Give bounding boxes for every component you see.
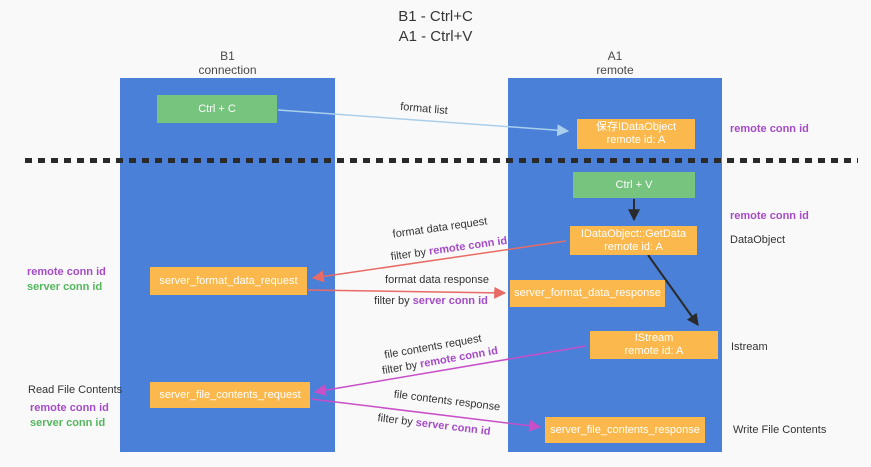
filter-by-text: filter by [376,412,417,429]
server-conn-id-text: server conn id [415,416,492,438]
right-istream-label: Istream [731,341,768,353]
left-remote-conn-id-format: remote conn id [27,266,106,278]
server-format-data-response-label: server_format_data_response [514,287,661,299]
format-data-request-filter-label: filter by remote conn id [390,235,508,263]
left-server-conn-id-format: server conn id [27,281,103,293]
save-idataobject-box: 保存IDataObject remote id: A [577,119,695,149]
idataobject-getdata-box: IDataObject::GetData remote id: A [570,226,697,255]
left-read-file-contents-label: Read File Contents [28,384,123,396]
dashed-divider [25,158,858,163]
server-format-data-request-box: server_format_data_request [150,267,307,295]
istream-line2: remote id: A [624,345,684,357]
getdata-line1: IDataObject::GetData [580,227,687,240]
getdata-line2: remote id: A [604,240,663,253]
title-line-b1: B1 - Ctrl+C [398,8,473,25]
lifeline-a1-name: A1 [607,49,623,63]
server-file-contents-request-label: server_file_contents_request [159,388,301,401]
format-data-response-filter-label: filter by server conn id [374,295,488,307]
istream-box: IStream remote id: A [590,331,718,359]
arrow-format-data-response [307,286,507,299]
istream-line1: IStream [634,332,674,344]
diagram-title: B1 - Ctrl+C A1 - Ctrl+V [0,7,871,47]
ctrl-v-label: Ctrl + V [615,178,653,191]
save-idataobject-line2: remote id: A [606,134,666,146]
file-contents-response-filter-label: filter by server conn id [377,412,491,438]
save-idataobject-line1: 保存IDataObject [595,121,677,133]
right-remote-conn-id-mid: remote conn id [730,210,809,222]
server-file-contents-response-label: server_file_contents_response [550,423,700,436]
title-line-a1: A1 - Ctrl+V [398,28,473,45]
server-file-contents-response-box: server_file_contents_response [545,417,705,443]
lifeline-a1-role: remote [596,63,634,77]
right-remote-conn-id-top: remote conn id [730,123,809,135]
ctrl-v-box: Ctrl + V [573,172,695,198]
lifeline-b1-role: connection [198,63,257,77]
ctrl-c-label: Ctrl + C [198,102,236,115]
left-server-conn-id-file: server conn id [30,417,106,429]
right-dataobject-label: DataObject [730,234,786,246]
format-data-response-label: format data response [385,274,489,286]
format-list-label: format list [399,100,449,118]
server-file-contents-request-box: server_file_contents_request [150,382,310,408]
filter-by-text: filter by [374,295,413,307]
server-conn-id-text: server conn id [412,295,488,307]
filter-by-text: filter by [390,245,430,264]
lifeline-header-b1: B1 connection [120,49,335,77]
format-data-request-label: format data request [391,215,489,241]
file-contents-response-label: file contents response [393,388,501,414]
server-format-data-request-label: server_format_data_request [159,274,298,287]
lifeline-b1-name: B1 [220,49,235,63]
ctrl-c-box: Ctrl + C [157,95,277,123]
lifeline-header-a1: A1 remote [508,49,722,77]
server-format-data-response-box: server_format_data_response [510,280,665,307]
left-remote-conn-id-file: remote conn id [30,402,109,414]
remote-conn-id-text: remote conn id [428,234,508,258]
right-write-file-contents-label: Write File Contents [733,424,827,436]
filter-by-text: filter by [381,358,422,378]
